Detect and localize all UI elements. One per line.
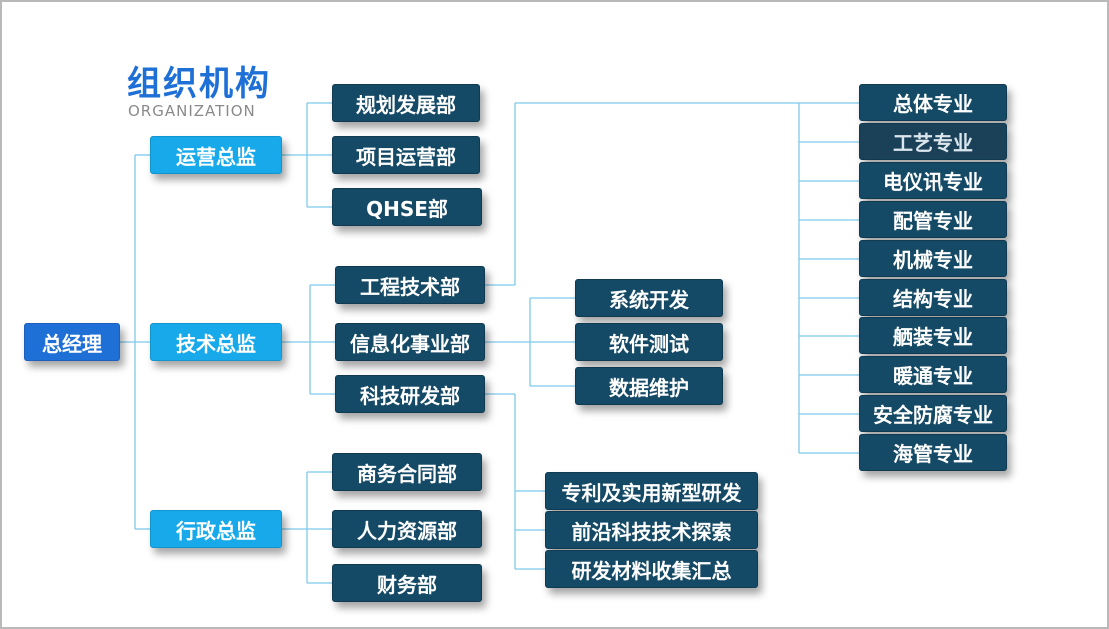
node-it-system-dev: 系统开发: [575, 279, 723, 317]
node-dept-hr: 人力资源部: [332, 510, 482, 548]
node-technical-director: 技术总监: [150, 323, 282, 361]
node-dept-rnd: 科技研发部: [335, 375, 485, 413]
node-operations-director: 运营总监: [150, 136, 282, 174]
node-spec-safety-anticorrosion: 安全防腐专业: [859, 395, 1007, 432]
node-general-manager: 总经理: [24, 323, 120, 361]
node-dept-it: 信息化事业部: [335, 323, 485, 361]
node-dept-qhse: QHSE部: [332, 188, 482, 226]
node-spec-outfitting: 舾装专业: [859, 317, 1007, 354]
node-it-data-maint: 数据维护: [575, 367, 723, 405]
node-rnd-patents: 专利及实用新型研发: [545, 472, 758, 510]
node-rnd-materials: 研发材料收集汇总: [545, 550, 758, 588]
node-dept-finance: 财务部: [332, 564, 482, 602]
node-spec-overall: 总体专业: [859, 84, 1007, 121]
node-rnd-frontier: 前沿科技技术探索: [545, 511, 758, 549]
node-it-software-test: 软件测试: [575, 323, 723, 361]
node-spec-process: 工艺专业: [859, 123, 1007, 160]
node-dept-planning: 规划发展部: [332, 84, 480, 122]
node-spec-structural: 结构专业: [859, 279, 1007, 316]
page-subtitle: ORGANIZATION: [128, 102, 256, 120]
page-title: 组织机构: [127, 64, 271, 104]
node-spec-hvac: 暖通专业: [859, 356, 1007, 393]
node-spec-subsea-pipeline: 海管专业: [859, 434, 1007, 471]
node-admin-director: 行政总监: [150, 510, 282, 548]
node-dept-engineering: 工程技术部: [335, 266, 485, 304]
node-spec-piping: 配管专业: [859, 201, 1007, 238]
node-dept-project-ops: 项目运营部: [332, 136, 480, 174]
node-spec-mechanical: 机械专业: [859, 240, 1007, 277]
node-dept-contracts: 商务合同部: [332, 453, 482, 491]
node-spec-electrical: 电仪讯专业: [859, 162, 1007, 199]
